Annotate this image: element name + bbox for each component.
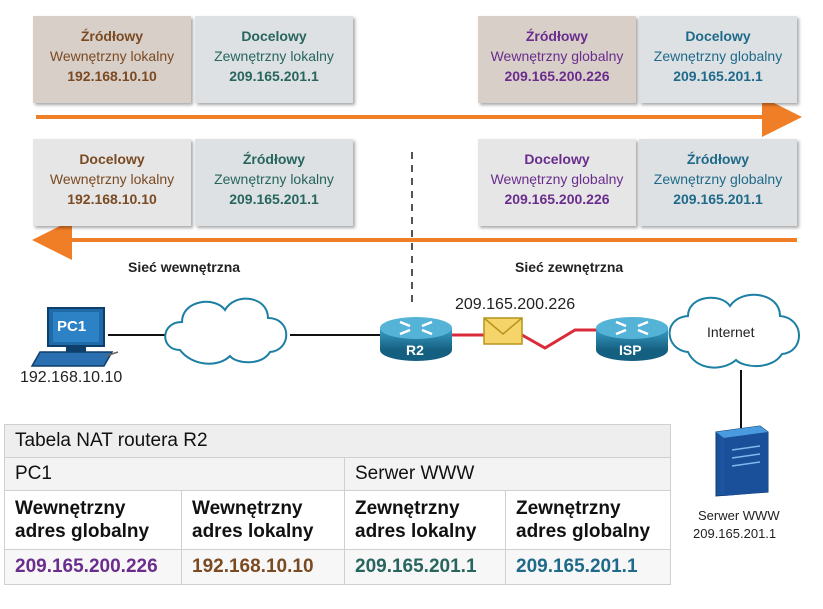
r2-router-icon xyxy=(380,317,452,361)
header-line2: adres globalny xyxy=(516,521,651,542)
header-line1: Wewnętrzny xyxy=(192,498,303,519)
box-subtitle: Wewnętrzny globalny xyxy=(490,48,624,64)
bottom-source-outside-global-box: Źródłowy Zewnętrzny globalny 209.165.201… xyxy=(639,139,797,226)
box-address: 192.168.10.10 xyxy=(67,191,157,207)
box-subtitle: Zewnętrzny globalny xyxy=(653,171,783,187)
bottom-source-outside-local-box: Źródłowy Zewnętrzny lokalny 209.165.201.… xyxy=(195,139,353,226)
nat-section-pc1: PC1 xyxy=(4,457,345,491)
header-line1: Zewnętrzny xyxy=(355,498,460,519)
box-title: Docelowy xyxy=(79,151,145,167)
header-line1: Zewnętrzny xyxy=(516,498,621,519)
box-subtitle: Wewnętrzny lokalny xyxy=(49,48,175,64)
internet-cloud-icon xyxy=(668,293,800,369)
header-line1: Wewnętrzny xyxy=(15,498,126,519)
bottom-destination-inside-global-box: Docelowy Wewnętrzny globalny 209.165.200… xyxy=(478,139,636,226)
nat-value-inside-global: 209.165.200.226 xyxy=(4,549,182,585)
serial-link-icon xyxy=(452,328,610,350)
box-subtitle: Zewnętrzny lokalny xyxy=(214,48,334,64)
box-address: 209.165.201.1 xyxy=(229,68,319,84)
nat-header-outside-local: Zewnętrzny adres lokalny xyxy=(344,490,506,550)
nat-value-outside-global: 209.165.201.1 xyxy=(505,549,671,585)
box-subtitle: Zewnętrzny lokalny xyxy=(214,171,334,187)
pc1-address-label: 192.168.10.10 xyxy=(20,369,123,386)
nat-section-web-server: Serwer WWW xyxy=(344,457,671,491)
nat-table-title: Tabela NAT routera R2 xyxy=(4,424,671,458)
nat-value-inside-local: 192.168.10.10 xyxy=(181,549,345,585)
box-title: Docelowy xyxy=(241,28,307,44)
nat-header-outside-global: Zewnętrzny adres globalny xyxy=(505,490,671,550)
bottom-destination-inside-local-box: Docelowy Wewnętrzny lokalny 192.168.10.1… xyxy=(33,139,191,226)
box-address: 209.165.200.226 xyxy=(504,68,610,84)
box-title: Docelowy xyxy=(524,151,590,167)
box-subtitle: Zewnętrzny globalny xyxy=(653,48,783,64)
top-source-inside-global-box: Źródłowy Wewnętrzny globalny 209.165.200… xyxy=(478,16,636,103)
box-address: 209.165.201.1 xyxy=(673,68,763,84)
box-address: 209.165.200.226 xyxy=(504,191,610,207)
pc1-label: PC1 xyxy=(57,318,87,335)
packet-envelope-icon xyxy=(483,317,523,345)
server-name-label: Serwer WWW xyxy=(698,508,780,523)
inside-network-label: Sieć wewnętrzna xyxy=(128,259,241,275)
nat-value-outside-local: 209.165.201.1 xyxy=(344,549,506,585)
nat-header-inside-local: Wewnętrzny adres lokalny xyxy=(181,490,345,550)
header-line2: adres lokalny xyxy=(355,521,477,542)
box-title: Źródłowy xyxy=(242,151,306,167)
header-line2: adres lokalny xyxy=(192,521,314,542)
box-subtitle: Wewnętrzny globalny xyxy=(490,171,624,187)
inside-cloud-icon xyxy=(164,297,288,365)
outside-network-label: Sieć zewnętrzna xyxy=(515,259,624,275)
box-title: Źródłowy xyxy=(525,28,589,44)
top-destination-outside-global-box: Docelowy Zewnętrzny globalny 209.165.201… xyxy=(639,16,797,103)
top-source-inside-local-box: Źródłowy Wewnętrzny lokalny 192.168.10.1… xyxy=(33,16,191,103)
box-title: Źródłowy xyxy=(686,151,750,167)
top-destination-outside-local-box: Docelowy Zewnętrzny lokalny 209.165.201.… xyxy=(195,16,353,103)
header-line2: adres globalny xyxy=(15,521,150,542)
r2-label: R2 xyxy=(406,342,424,358)
isp-router-icon xyxy=(596,317,668,361)
box-address: 209.165.201.1 xyxy=(673,191,763,207)
box-title: Docelowy xyxy=(685,28,751,44)
server-address-label: 209.165.201.1 xyxy=(693,526,777,541)
pc1-computer-icon xyxy=(30,307,119,367)
packet-address-label: 209.165.200.226 xyxy=(455,296,576,313)
nat-header-inside-global: Wewnętrzny adres globalny xyxy=(4,490,182,550)
box-title: Źródłowy xyxy=(80,28,144,44)
nat-table: Tabela NAT routera R2 PC1 Serwer WWW Wew… xyxy=(4,424,671,585)
internet-label: Internet xyxy=(707,324,755,340)
web-server-icon xyxy=(715,425,769,497)
isp-label: ISP xyxy=(619,342,642,358)
box-address: 192.168.10.10 xyxy=(67,68,157,84)
box-address: 209.165.201.1 xyxy=(229,191,319,207)
box-subtitle: Wewnętrzny lokalny xyxy=(49,171,175,187)
